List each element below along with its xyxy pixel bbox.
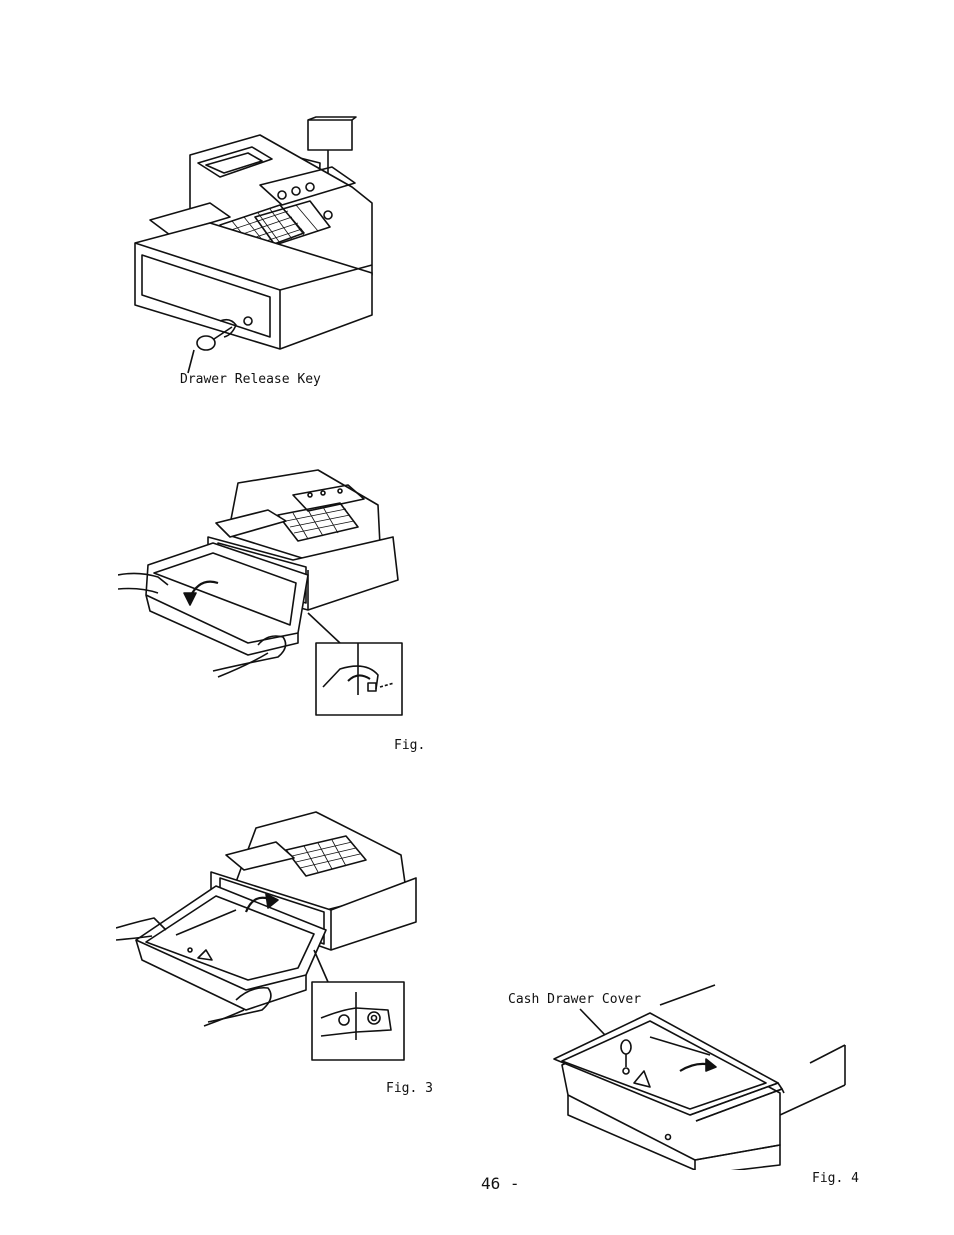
figure-2-caption: Fig.: [394, 738, 425, 753]
figure-1-illustration: [120, 115, 380, 385]
figure-3-caption: Fig. 3: [386, 1081, 433, 1096]
figure-2-illustration: [118, 465, 418, 750]
drawer-release-key-label: Drawer Release Key: [180, 372, 321, 387]
figure-4-illustration: [540, 975, 855, 1170]
figure-3-illustration: [116, 800, 441, 1100]
figure-4-caption: Fig. 4: [812, 1171, 859, 1186]
page-number: 46 -: [481, 1174, 520, 1193]
